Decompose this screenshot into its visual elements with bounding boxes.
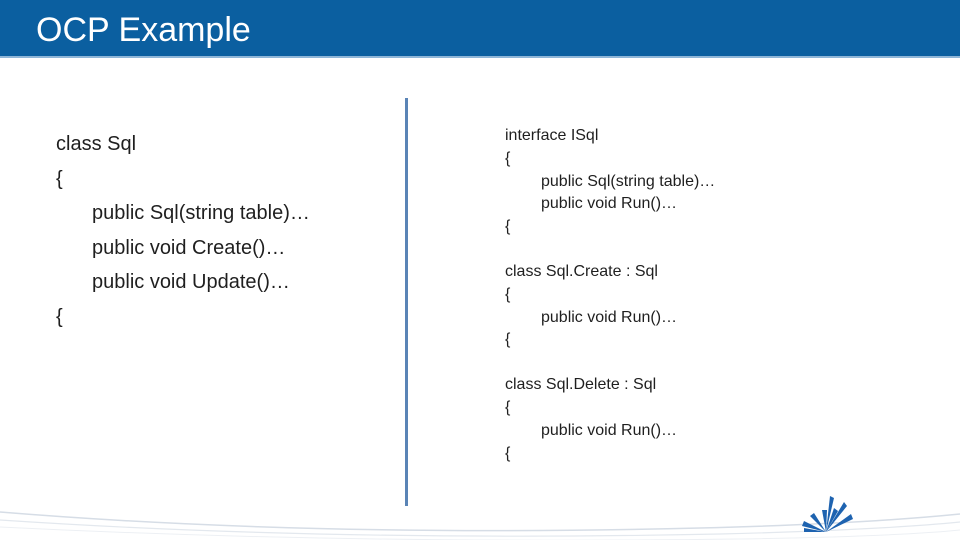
code-line: { [56,305,63,328]
sql-create-block: class Sql.Create : Sql { public void Run… [505,261,715,352]
code-line: class Sql.Delete : Sql [505,376,657,394]
code-line: class Sql [56,133,137,155]
code-line: public void Run()… [541,421,678,439]
code-line: { [505,149,511,167]
code-line: public void Run()… [541,195,678,213]
code-line: { [505,285,511,303]
code-line: { [505,444,511,462]
code-line: interface ISql [505,127,599,144]
code-line: public Sql(string table)… [541,172,716,190]
starburst-logo-icon [802,496,853,532]
code-line: public void Update()… [92,271,290,293]
code-line: { [505,398,511,416]
left-code-block: class Sql { public Sql(string table)… pu… [56,127,310,334]
slide-title: OCP Example [36,11,251,49]
sql-delete-block: class Sql.Delete : Sql { public void Run… [505,374,715,465]
code-line: public void Run()… [541,308,678,326]
interface-isql-block: interface ISql { public Sql(string table… [505,125,715,239]
title-bar: OCP Example [0,0,960,58]
code-line: { [505,331,511,349]
right-code-column: interface ISql { public Sql(string table… [505,125,715,487]
code-line: { [56,167,63,190]
decorative-swoosh [0,511,960,540]
code-line: class Sql.Create : Sql [505,262,658,280]
code-line: public void Create()… [92,236,286,259]
column-divider [405,98,408,506]
code-line: public Sql(string table)… [92,202,310,224]
code-line: { [505,218,511,236]
